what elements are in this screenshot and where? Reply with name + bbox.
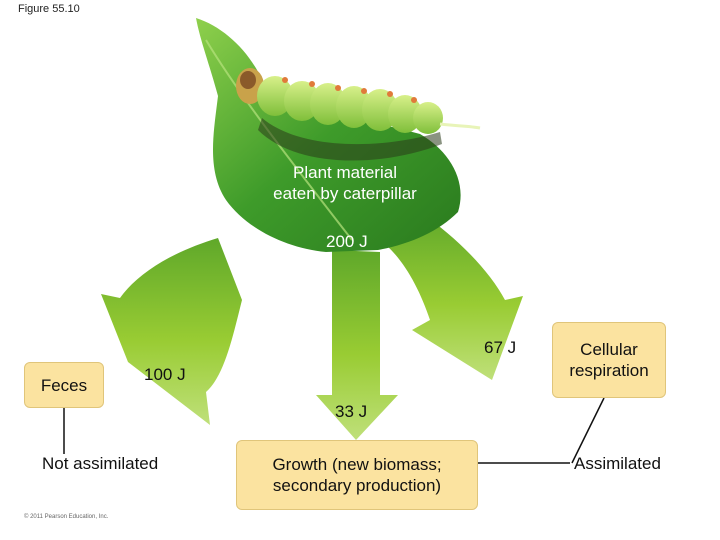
respiration-box: Cellular respiration	[552, 322, 666, 398]
not-assimilated-label: Not assimilated	[42, 454, 159, 473]
flow-arrow-respiration	[386, 212, 523, 380]
flow-label-total: 200 J	[326, 232, 368, 251]
flow-label-respiration: 67 J	[484, 338, 517, 357]
growth-label: Growth (new biomass; secondary productio…	[272, 455, 442, 495]
copyright-text: © 2011 Pearson Education, Inc.	[24, 514, 109, 520]
growth-box: Growth (new biomass; secondary productio…	[236, 440, 478, 510]
feces-box: Feces	[24, 362, 104, 408]
source-label: Plant material eaten by caterpillar	[273, 163, 417, 203]
flow-label-feces: 100 J	[144, 365, 186, 384]
flow-label-growth: 33 J	[335, 402, 368, 421]
flow-arrow-growth	[316, 250, 398, 440]
flow-arrow-feces	[101, 238, 242, 425]
respiration-label: Cellular respiration	[569, 340, 649, 380]
connector-respiration	[571, 397, 605, 464]
leaf-image	[196, 18, 461, 252]
caterpillar-image	[236, 68, 481, 161]
feces-label: Feces	[40, 375, 88, 395]
figure-label: Figure 55.10	[18, 3, 80, 15]
assimilated-label: Assimilated	[574, 454, 661, 473]
